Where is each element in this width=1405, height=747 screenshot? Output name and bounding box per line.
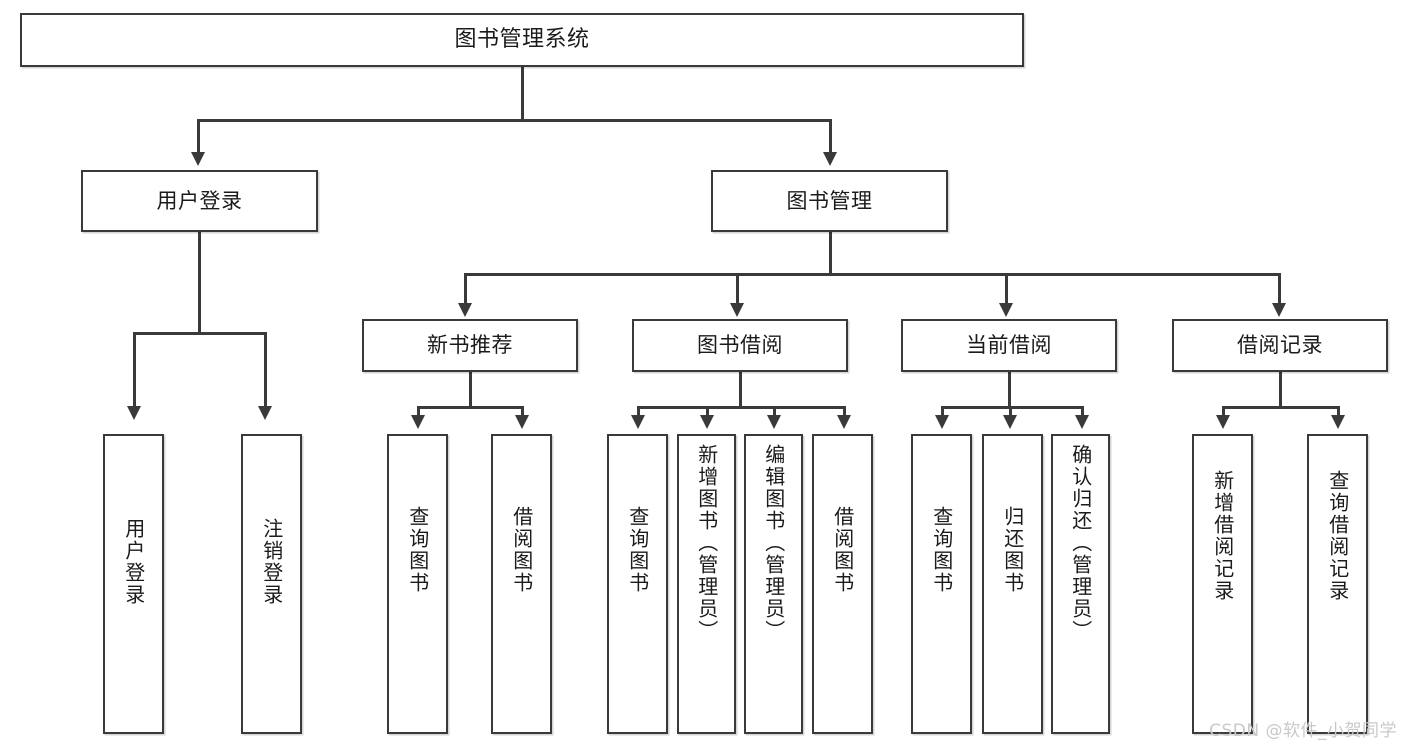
leaf-query-book-borrow[interactable]: 查询图书 xyxy=(607,434,668,734)
node-new-book-recommend[interactable]: 新书推荐 xyxy=(362,319,578,372)
node-label: 确认归还（管理员） xyxy=(1068,444,1093,642)
leaf-query-book-recommend[interactable]: 查询图书 xyxy=(387,434,448,734)
connector-book-mgmt-c2 xyxy=(736,273,739,305)
connector-currentborrow-stem xyxy=(1008,372,1011,408)
arrowhead-leaf-query-book-1 xyxy=(411,415,425,429)
arrowhead-leaf-return-book xyxy=(1003,415,1017,429)
connector-borrowrecord-bus xyxy=(1222,406,1339,409)
connector-newbook-c1 xyxy=(417,406,420,420)
connector-book-mgmt-stem xyxy=(829,232,832,274)
node-label: 借阅记录 xyxy=(1237,333,1323,358)
connector-bookborrow-c2 xyxy=(706,406,709,420)
leaf-confirm-return-admin[interactable]: 确认归还（管理员） xyxy=(1051,434,1110,734)
node-label: 用户登录 xyxy=(121,518,146,606)
leaf-logout[interactable]: 注销登录 xyxy=(241,434,302,734)
node-label: 图书管理 xyxy=(786,188,873,213)
connector-bookborrow-stem xyxy=(739,372,742,408)
node-label: 查询借阅记录 xyxy=(1325,470,1350,602)
arrowhead-leaf-query-record xyxy=(1331,415,1345,429)
node-label: 查询图书 xyxy=(929,506,954,594)
arrowhead-book-mgmt xyxy=(823,152,837,166)
connector-newbook-stem xyxy=(469,372,472,408)
node-user-login[interactable]: 用户登录 xyxy=(81,170,318,232)
node-current-borrow[interactable]: 当前借阅 xyxy=(901,319,1117,372)
node-borrow-record[interactable]: 借阅记录 xyxy=(1172,319,1388,372)
connector-book-mgmt-c3 xyxy=(1005,273,1008,305)
connector-currentborrow-c3 xyxy=(1081,406,1084,420)
node-label: 查询图书 xyxy=(625,506,650,594)
connector-borrowrecord-c1 xyxy=(1222,406,1225,420)
node-label: 新增图书（管理员） xyxy=(694,444,719,642)
leaf-add-borrow-record[interactable]: 新增借阅记录 xyxy=(1192,434,1253,734)
connector-borrowrecord-stem xyxy=(1279,372,1282,408)
leaf-query-borrow-record[interactable]: 查询借阅记录 xyxy=(1307,434,1368,734)
arrowhead-leaf-borrow-book-1 xyxy=(515,415,529,429)
leaf-borrow-book-recommend[interactable]: 借阅图书 xyxy=(491,434,552,734)
arrowhead-leaf-user-login xyxy=(127,406,141,420)
connector-book-mgmt-bus xyxy=(464,273,1281,276)
arrowhead-leaf-add-record xyxy=(1216,415,1230,429)
node-label: 新增借阅记录 xyxy=(1210,470,1235,602)
arrowhead-new-book-recommend xyxy=(458,303,472,317)
connector-to-book-mgmt xyxy=(829,119,832,154)
connector-user-login-c2 xyxy=(264,332,267,408)
arrowhead-leaf-logout xyxy=(258,406,272,420)
leaf-user-login[interactable]: 用户登录 xyxy=(103,434,164,734)
connector-currentborrow-c1 xyxy=(941,406,944,420)
connector-root-bus xyxy=(197,119,831,122)
node-label: 注销登录 xyxy=(259,518,284,606)
node-label: 当前借阅 xyxy=(966,333,1052,358)
connector-currentborrow-bus xyxy=(941,406,1083,409)
node-label: 新书推荐 xyxy=(427,333,513,358)
connector-borrowrecord-c2 xyxy=(1337,406,1340,420)
arrowhead-current-borrow xyxy=(999,303,1013,317)
connector-bookborrow-bus xyxy=(637,406,845,409)
connector-bookborrow-c3 xyxy=(773,406,776,420)
node-label: 借阅图书 xyxy=(830,506,855,594)
connector-currentborrow-c2 xyxy=(1009,406,1012,420)
arrowhead-borrow-record xyxy=(1272,303,1286,317)
leaf-query-book-current[interactable]: 查询图书 xyxy=(911,434,972,734)
leaf-edit-book-admin[interactable]: 编辑图书（管理员） xyxy=(744,434,803,734)
node-label: 查询图书 xyxy=(405,506,430,594)
connector-user-login-bus xyxy=(133,332,264,335)
connector-bookborrow-c4 xyxy=(843,406,846,420)
connector-book-mgmt-c4 xyxy=(1278,273,1281,305)
node-label: 图书借阅 xyxy=(697,333,783,358)
node-label: 用户登录 xyxy=(156,188,243,213)
node-label: 归还图书 xyxy=(1000,506,1025,594)
connector-book-mgmt-c1 xyxy=(464,273,467,305)
arrowhead-leaf-query-book-2 xyxy=(631,415,645,429)
node-book-management[interactable]: 图书管理 xyxy=(711,170,948,232)
arrowhead-leaf-add-book xyxy=(700,415,714,429)
leaf-return-book[interactable]: 归还图书 xyxy=(982,434,1043,734)
connector-to-user-login xyxy=(197,119,200,154)
node-root-system[interactable]: 图书管理系统 xyxy=(20,13,1024,67)
node-book-borrow[interactable]: 图书借阅 xyxy=(632,319,848,372)
connector-bookborrow-c1 xyxy=(637,406,640,420)
node-label: 借阅图书 xyxy=(509,506,534,594)
arrowhead-leaf-edit-book xyxy=(767,415,781,429)
leaf-add-book-admin[interactable]: 新增图书（管理员） xyxy=(677,434,736,734)
watermark-text: CSDN @软件_小贺同学 xyxy=(1209,721,1397,741)
connector-newbook-c2 xyxy=(521,406,524,420)
leaf-borrow-book-borrow[interactable]: 借阅图书 xyxy=(812,434,873,734)
arrowhead-user-login xyxy=(191,152,205,166)
connector-user-login-stem xyxy=(198,232,201,333)
connector-newbook-bus xyxy=(417,406,522,409)
node-label: 图书管理系统 xyxy=(454,27,590,53)
arrowhead-leaf-borrow-book-2 xyxy=(837,415,851,429)
connector-user-login-c1 xyxy=(133,332,136,408)
arrowhead-leaf-confirm-return xyxy=(1075,415,1089,429)
arrowhead-leaf-query-book-3 xyxy=(935,415,949,429)
connector-root-stem xyxy=(521,66,524,120)
arrowhead-book-borrow xyxy=(730,303,744,317)
node-label: 编辑图书（管理员） xyxy=(761,444,786,642)
